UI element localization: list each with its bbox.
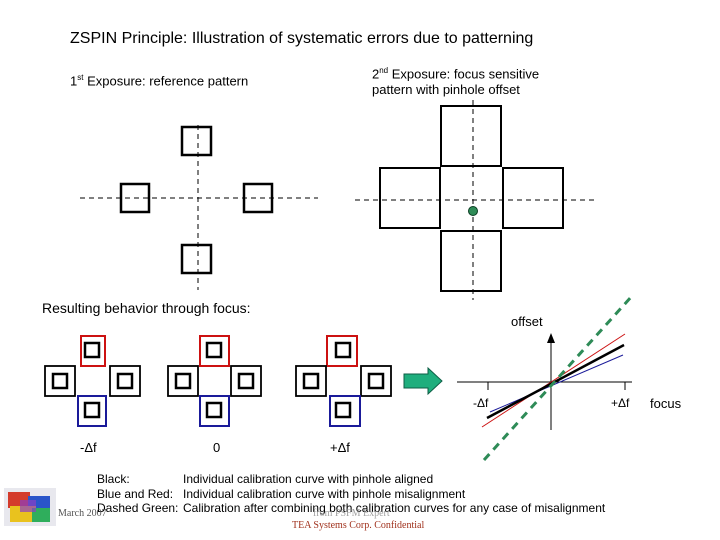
blue-curve [489, 354, 624, 413]
date-label: March 2007 [58, 508, 107, 519]
stamp-text: from PSFM Expert [313, 508, 390, 519]
legend-item: Blue and Red:Individual calibration curv… [97, 486, 466, 501]
page-title: ZSPIN Principle: Illustration of systema… [70, 30, 534, 47]
green-dashed-curve [482, 294, 634, 462]
legend-item: Black:Individual calibration curve with … [97, 472, 434, 486]
pinhole-dot-icon [468, 206, 478, 216]
reference-pattern [80, 125, 318, 290]
plot-ylabel: offset [511, 314, 543, 329]
stage-zero-pattern [167, 335, 262, 427]
plot-xunit-label: focus [650, 396, 682, 411]
logo-icon [4, 488, 56, 526]
calibration-plot [457, 294, 634, 462]
plot-xpos-label: +Δf [611, 396, 630, 410]
exposure1-label: 1st Exposure: reference pattern [70, 73, 249, 89]
arrow-right-icon [403, 366, 443, 396]
legend-item: Dashed Green:Calibration after combining… [97, 501, 606, 515]
focus-sensitive-pattern [355, 100, 598, 300]
stage-pos-label: +Δf [330, 440, 350, 455]
red-curve [481, 333, 626, 428]
behavior-label: Resulting behavior through focus: [42, 300, 251, 316]
plot-xneg-label: -Δf [473, 396, 489, 410]
stage-neg-pattern [44, 335, 141, 427]
legend: Black:Individual calibration curve with … [97, 472, 605, 516]
footer-text: TEA Systems Corp. Confidential [292, 520, 425, 531]
black-curve [486, 343, 625, 420]
stage-pos-pattern [295, 335, 392, 427]
stage-zero-label: 0 [213, 440, 221, 455]
stage-neg-label: -Δf [80, 440, 97, 455]
